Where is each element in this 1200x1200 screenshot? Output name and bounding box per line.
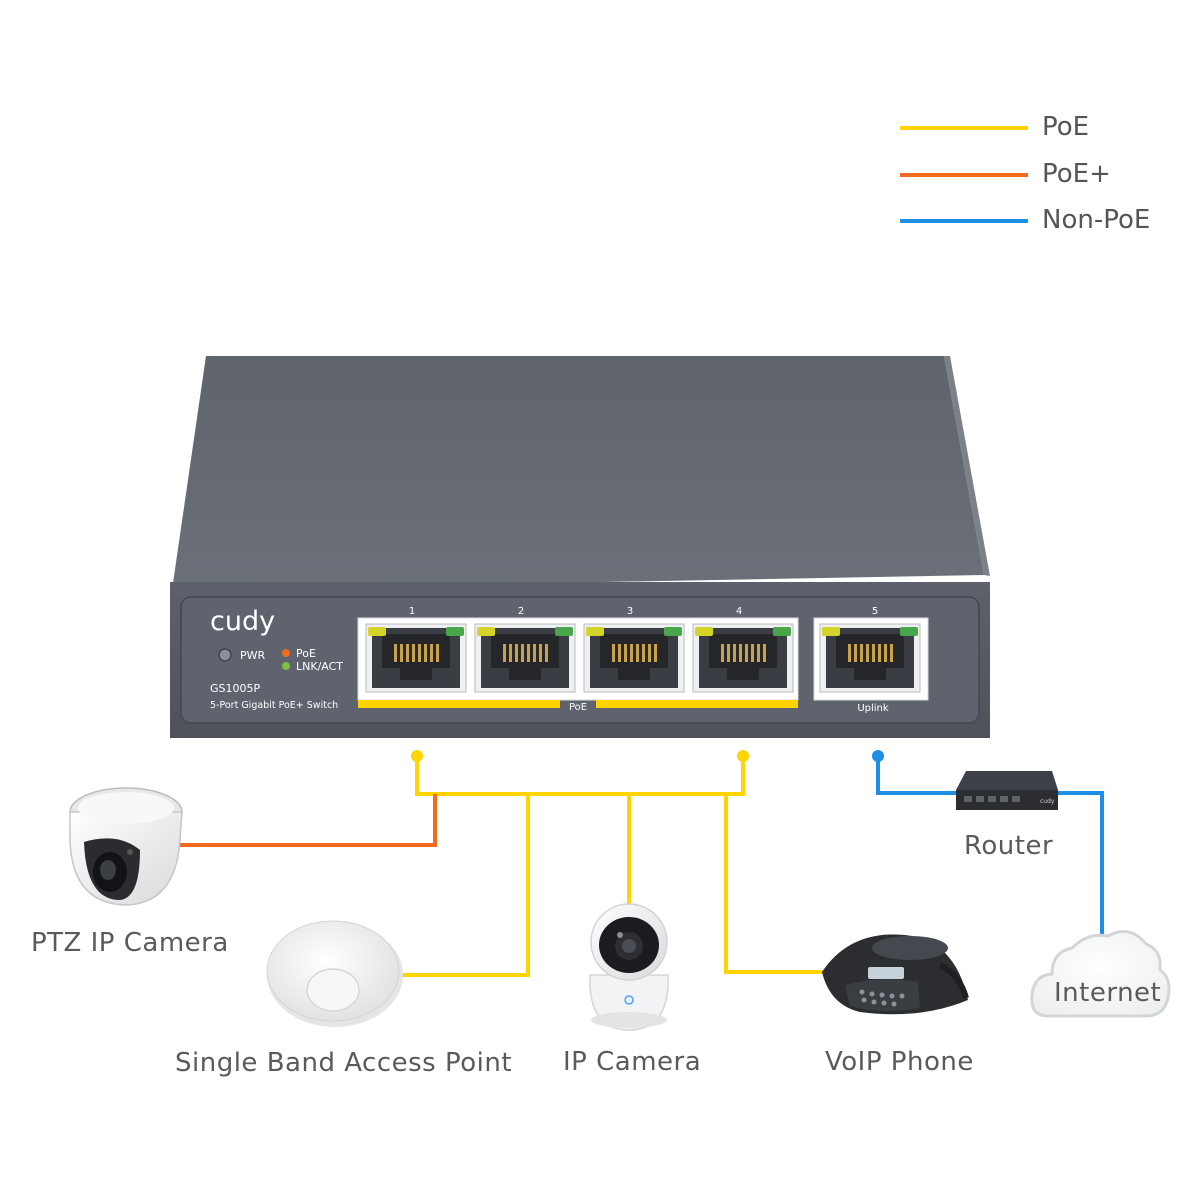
router-brand-mark: cudy — [1040, 798, 1055, 805]
label-router: Router — [964, 831, 1054, 861]
legend-lines — [900, 126, 1028, 223]
access-point-icon — [266, 920, 403, 1027]
rj45-port-4 — [692, 623, 794, 693]
label-access-point: Single Band Access Point — [175, 1048, 513, 1078]
cables — [170, 750, 1104, 977]
port-2-left-led — [477, 627, 495, 636]
port-1-connector-dot — [411, 750, 423, 762]
switch-model: GS1005P — [210, 682, 261, 695]
poe-led-label: PoE — [296, 647, 316, 660]
voip-phone-icon — [822, 934, 969, 1015]
rj45-port-1 — [365, 623, 467, 693]
label-voip-phone: VoIP Phone — [825, 1047, 974, 1077]
lnk-led-label: LNK/ACT — [296, 660, 343, 673]
port-number-5: 5 — [872, 606, 878, 617]
switch-top-face — [172, 356, 984, 590]
ip-camera-icon — [589, 903, 669, 1031]
port-3-right-led — [664, 627, 682, 636]
ptz-camera-icon — [69, 787, 183, 906]
port-5-left-led — [822, 627, 840, 636]
switch-brand-logo: cudy — [210, 606, 275, 637]
legend-label-poe-plus: PoE+ — [1042, 159, 1111, 189]
port-4-left-led — [695, 627, 713, 636]
rj45-port-5 — [819, 623, 921, 693]
rj45-port-2 — [474, 623, 576, 693]
poe-cable-trunk — [415, 756, 745, 796]
port-number-3: 3 — [627, 606, 633, 617]
poe-cable-voip-phone — [724, 794, 830, 974]
switch-description: 5-Port Gigabit PoE+ Switch — [210, 700, 338, 711]
poe-plus-cable-ptz-camera — [170, 794, 437, 847]
poe-switch: cudy PWR PoE LNK/ACT GS1005P 5-Port Giga… — [170, 356, 990, 738]
port-number-2: 2 — [518, 606, 524, 617]
port-4-connector-dot — [737, 750, 749, 762]
port-1-left-led — [368, 627, 386, 636]
lnk-led-icon — [282, 662, 290, 670]
switch-right-edge — [944, 356, 990, 576]
non-poe-cable-internet — [1057, 791, 1104, 935]
port-1-right-led — [446, 627, 464, 636]
pwr-led-icon — [218, 648, 232, 662]
rj45-ports — [365, 623, 921, 693]
label-ip-camera: IP Camera — [563, 1047, 702, 1077]
rj45-port-3 — [583, 623, 685, 693]
pwr-led-label: PWR — [240, 649, 266, 662]
port-4-right-led — [773, 627, 791, 636]
non-poe-cable-router — [876, 756, 958, 795]
port-5-connector-dot — [872, 750, 884, 762]
router-icon: cudy — [956, 771, 1058, 810]
legend-label-poe: PoE — [1042, 112, 1090, 142]
internet-cloud-icon — [1030, 930, 1171, 1018]
port-3-left-led — [586, 627, 604, 636]
poe-led-icon — [282, 649, 290, 657]
poe-group-label: PoE — [569, 702, 587, 713]
port-5-right-led — [900, 627, 918, 636]
poe-bar-left — [358, 700, 560, 708]
port-number-1: 1 — [409, 606, 415, 617]
poe-cable-access-point — [400, 794, 530, 977]
uplink-label: Uplink — [857, 703, 889, 714]
legend-label-non-poe: Non-PoE — [1042, 205, 1151, 235]
port-number-4: 4 — [736, 606, 742, 617]
label-internet: Internet — [1054, 978, 1162, 1008]
label-ptz-camera: PTZ IP Camera — [31, 928, 229, 958]
port-2-right-led — [555, 627, 573, 636]
poe-bar-right — [596, 700, 798, 708]
